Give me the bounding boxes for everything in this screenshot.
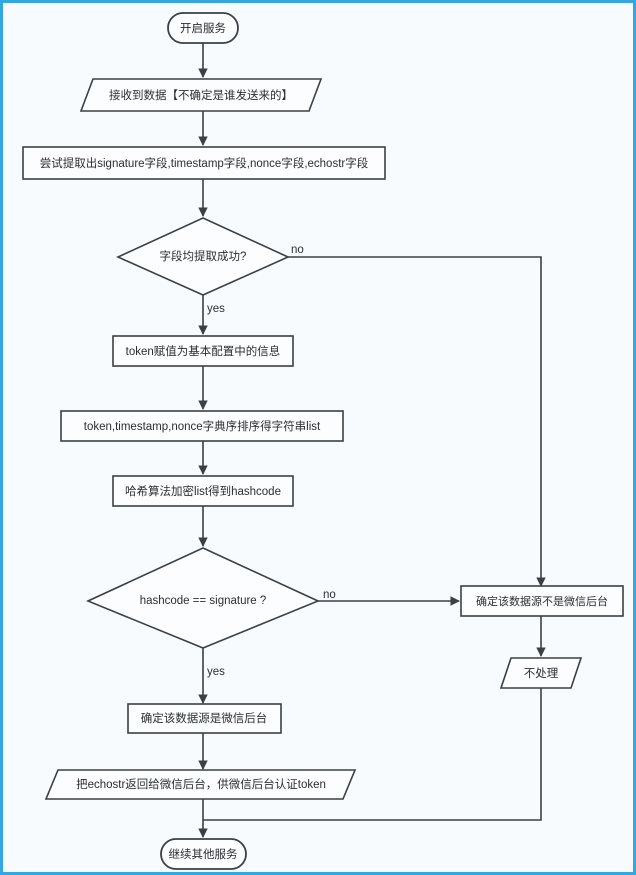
- connectors: [198, 43, 546, 838]
- node-hash-list[interactable]: 哈希算法加密list得到hashcode: [112, 475, 294, 507]
- node-extract-label: 尝试提取出signature字段,timestamp字段,nonce字段,ech…: [40, 156, 369, 170]
- node-check-fields[interactable]: 字段均提取成功?: [116, 217, 290, 296]
- node-start[interactable]: 开启服务: [167, 12, 239, 44]
- node-check-hash-label: hashcode == signature ?: [140, 595, 267, 607]
- edge-label-check-hash-yes: yes: [207, 666, 225, 678]
- node-extract-shape: [22, 146, 386, 180]
- edge-label-check-hash-no: no: [323, 589, 336, 601]
- flowchart-svg: 开启服务 接收到数据【不确定是谁发送来的】 尝试提取出signature字段,t…: [22, 12, 624, 870]
- node-is-wechat-label: 确定该数据源是微信后台: [141, 711, 268, 725]
- node-check-fields-shape: [116, 217, 290, 296]
- node-is-wechat-shape: [127, 703, 282, 734]
- node-check-hash[interactable]: hashcode == signature ?: [85, 547, 321, 649]
- node-token-assign[interactable]: token赋值为基本配置中的信息: [112, 335, 294, 367]
- node-hash-list-shape: [112, 475, 294, 507]
- node-token-assign-label: token赋值为基本配置中的信息: [126, 344, 281, 358]
- node-hash-list-label: 哈希算法加密list得到hashcode: [125, 484, 281, 498]
- edge-label-check-fields-no: no: [291, 244, 304, 256]
- node-start-label: 开启服务: [180, 21, 226, 35]
- node-check-hash-shape: [85, 547, 321, 649]
- node-token-assign-shape: [112, 335, 294, 367]
- node-end[interactable]: 继续其他服务: [160, 838, 247, 870]
- node-not-wechat-shape: [460, 585, 624, 617]
- node-not-wechat-label: 确定该数据源不是微信后台: [476, 594, 608, 608]
- node-end-label: 继续其他服务: [169, 847, 238, 861]
- edge-label-check-fields-yes: yes: [207, 303, 225, 315]
- node-check-fields-label: 字段均提取成功?: [160, 249, 247, 263]
- edge-nohandle-to-end: [203, 688, 542, 821]
- node-no-handle-shape: [499, 657, 583, 689]
- node-no-handle[interactable]: 不处理: [499, 657, 583, 689]
- node-receive-label: 接收到数据【不确定是谁发送来的】: [109, 88, 293, 102]
- edge-check-fields-no: [288, 256, 546, 587]
- node-return-echo-shape: [44, 769, 357, 800]
- node-return-echo-label: 把echostr返回给微信后台，供微信后台认证token: [76, 777, 326, 791]
- node-sort-list[interactable]: token,timestamp,nonce字典序排序得字符串list: [60, 410, 344, 442]
- node-sort-list-shape: [60, 410, 344, 442]
- node-sort-list-label: token,timestamp,nonce字典序排序得字符串list: [84, 419, 321, 433]
- node-return-echo[interactable]: 把echostr返回给微信后台，供微信后台认证token: [44, 769, 357, 800]
- node-start-shape: [167, 12, 239, 44]
- node-no-handle-label: 不处理: [524, 667, 559, 680]
- node-receive[interactable]: 接收到数据【不确定是谁发送来的】: [79, 78, 323, 112]
- node-extract[interactable]: 尝试提取出signature字段,timestamp字段,nonce字段,ech…: [22, 146, 386, 180]
- node-receive-shape: [79, 78, 323, 112]
- node-not-wechat[interactable]: 确定该数据源不是微信后台: [460, 585, 624, 617]
- node-end-shape: [160, 838, 247, 870]
- node-is-wechat[interactable]: 确定该数据源是微信后台: [127, 703, 282, 734]
